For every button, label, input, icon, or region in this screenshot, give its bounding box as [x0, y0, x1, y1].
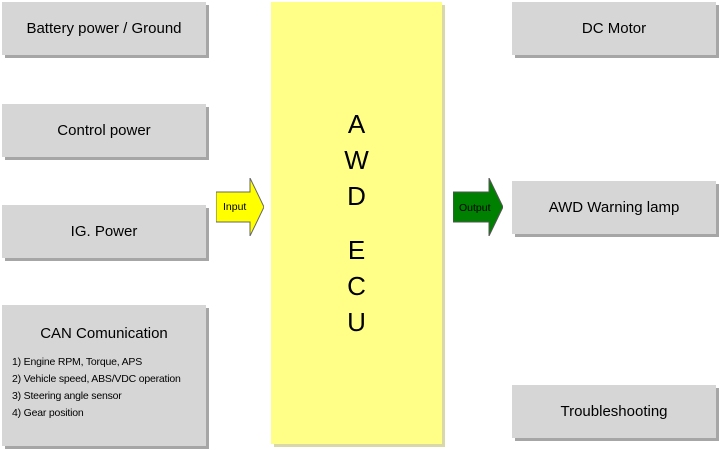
ig-power-label: IG. Power [70, 223, 138, 240]
can-item: 4) Gear position [12, 407, 84, 419]
control-power-box: Control power [2, 104, 206, 157]
awd-warning-lamp-box: AWD Warning lamp [512, 181, 716, 234]
awd-warning-lamp-label: AWD Warning lamp [548, 199, 680, 216]
ig-power-box: IG. Power [2, 205, 206, 258]
battery-power-ground-box: Battery power / Ground [2, 2, 206, 55]
dc-motor-label: DC Motor [581, 20, 647, 37]
ecu-letter: C [347, 271, 366, 301]
ecu-letter: D [347, 181, 366, 211]
can-communication-title: CAN Comunication [40, 325, 168, 342]
troubleshooting-box: Troubleshooting [512, 385, 716, 438]
awd-ecu-block: A W D E C U [271, 2, 442, 444]
input-label: Input [223, 201, 247, 213]
can-item: 3) Steering angle sensor [12, 390, 122, 402]
output-label: Output [459, 202, 491, 214]
input-arrow-icon [216, 178, 264, 236]
ecu-letter: U [347, 307, 366, 337]
output-arrow-icon [453, 178, 503, 236]
dc-motor-box: DC Motor [512, 2, 716, 55]
troubleshooting-label: Troubleshooting [560, 403, 668, 420]
can-communication-box: CAN Comunication 1) Engine RPM, Torque, … [2, 305, 206, 446]
output-arrow-shape [453, 178, 503, 236]
battery-power-ground-label: Battery power / Ground [26, 20, 182, 37]
ecu-letter: W [344, 145, 369, 175]
awd-ecu-text: A W D E C U [271, 106, 442, 340]
ecu-letter: A [347, 109, 366, 139]
ecu-letter: E [347, 235, 366, 265]
input-arrow-shape [216, 178, 264, 236]
can-communication-list: 1) Engine RPM, Torque, APS 2) Vehicle sp… [2, 354, 206, 422]
can-item: 1) Engine RPM, Torque, APS [12, 356, 143, 368]
can-item: 2) Vehicle speed, ABS/VDC operation [12, 373, 181, 385]
control-power-label: Control power [57, 122, 151, 139]
